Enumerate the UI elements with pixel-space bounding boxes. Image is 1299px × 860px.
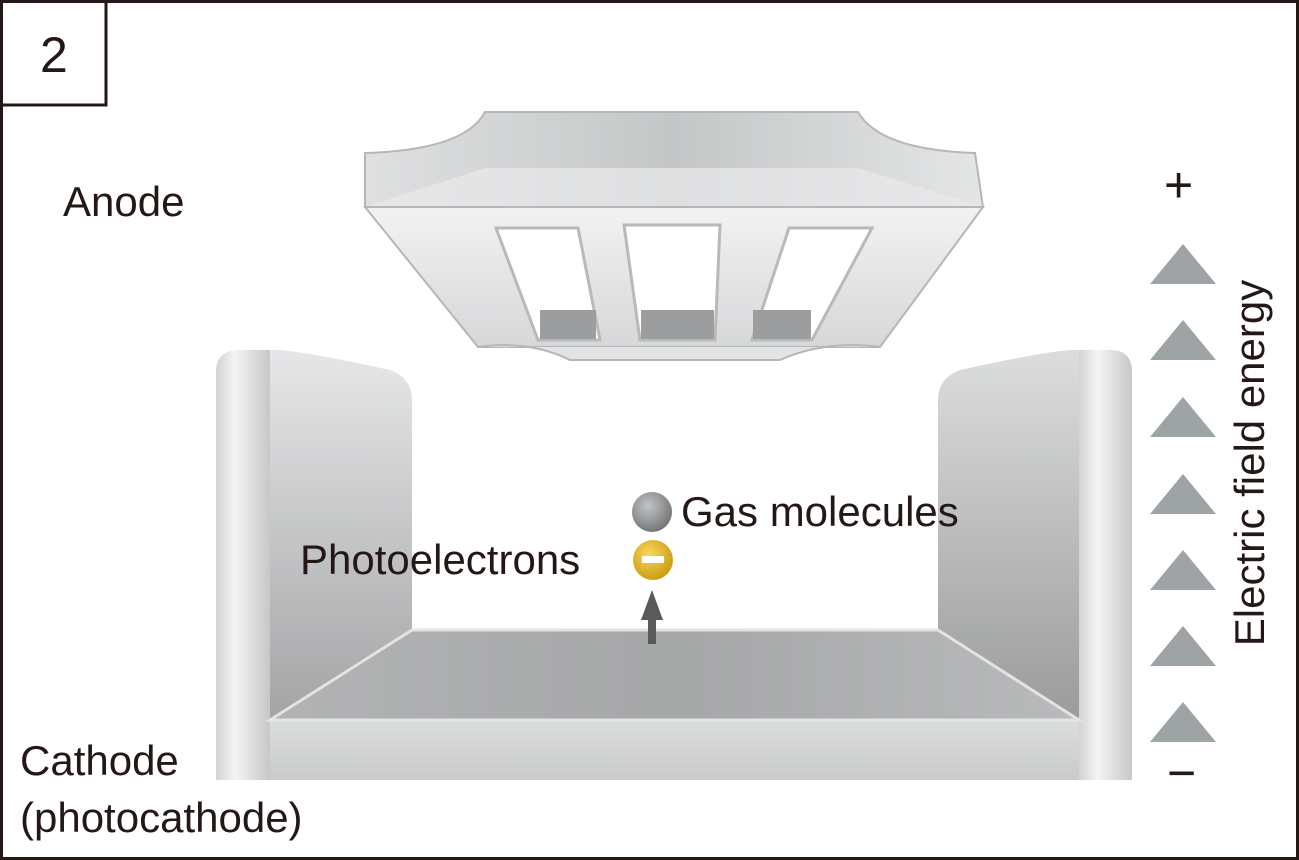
anode-window-mid-floor bbox=[641, 310, 714, 339]
cathode-floor bbox=[264, 628, 1085, 722]
field-triangle bbox=[1150, 702, 1216, 742]
photoelectrons-label: Photoelectrons bbox=[300, 536, 581, 583]
cathode-left-inner-wall bbox=[270, 349, 412, 720]
gas-molecule bbox=[632, 492, 672, 532]
cathode bbox=[216, 349, 1132, 780]
field-triangle bbox=[1150, 550, 1216, 590]
gas-molecules-label: Gas molecules bbox=[681, 488, 959, 535]
anode-bottom-edge bbox=[477, 344, 881, 361]
panel-number: 2 bbox=[40, 27, 68, 83]
cathode-right-pillar bbox=[1079, 350, 1132, 780]
cathode-left-pillar bbox=[216, 350, 270, 780]
field-triangle bbox=[1150, 474, 1216, 514]
anode bbox=[362, 111, 985, 361]
anode-window-left-floor bbox=[540, 310, 596, 339]
field-triangle bbox=[1150, 397, 1216, 437]
photocathode-label: (photocathode) bbox=[20, 794, 303, 841]
photoelectron bbox=[633, 540, 673, 580]
field-triangles bbox=[1150, 244, 1216, 742]
minus-charge-icon bbox=[642, 556, 664, 563]
field-triangle bbox=[1150, 244, 1216, 284]
electric-field-label: Electric field energy bbox=[1226, 279, 1273, 647]
cathode-base bbox=[216, 720, 1132, 780]
number-box bbox=[1, 1, 108, 107]
field-triangle bbox=[1150, 626, 1216, 666]
cathode-label: Cathode bbox=[20, 737, 179, 784]
field-triangle bbox=[1150, 320, 1216, 360]
up-arrow-icon bbox=[641, 590, 663, 644]
plus-sign: + bbox=[1164, 157, 1194, 213]
anode-top-face bbox=[365, 168, 983, 207]
anode-window-right-floor bbox=[753, 310, 811, 339]
minus-sign: − bbox=[1167, 745, 1197, 801]
cathode-right-inner-wall bbox=[938, 349, 1079, 720]
anode-label: Anode bbox=[63, 178, 185, 225]
